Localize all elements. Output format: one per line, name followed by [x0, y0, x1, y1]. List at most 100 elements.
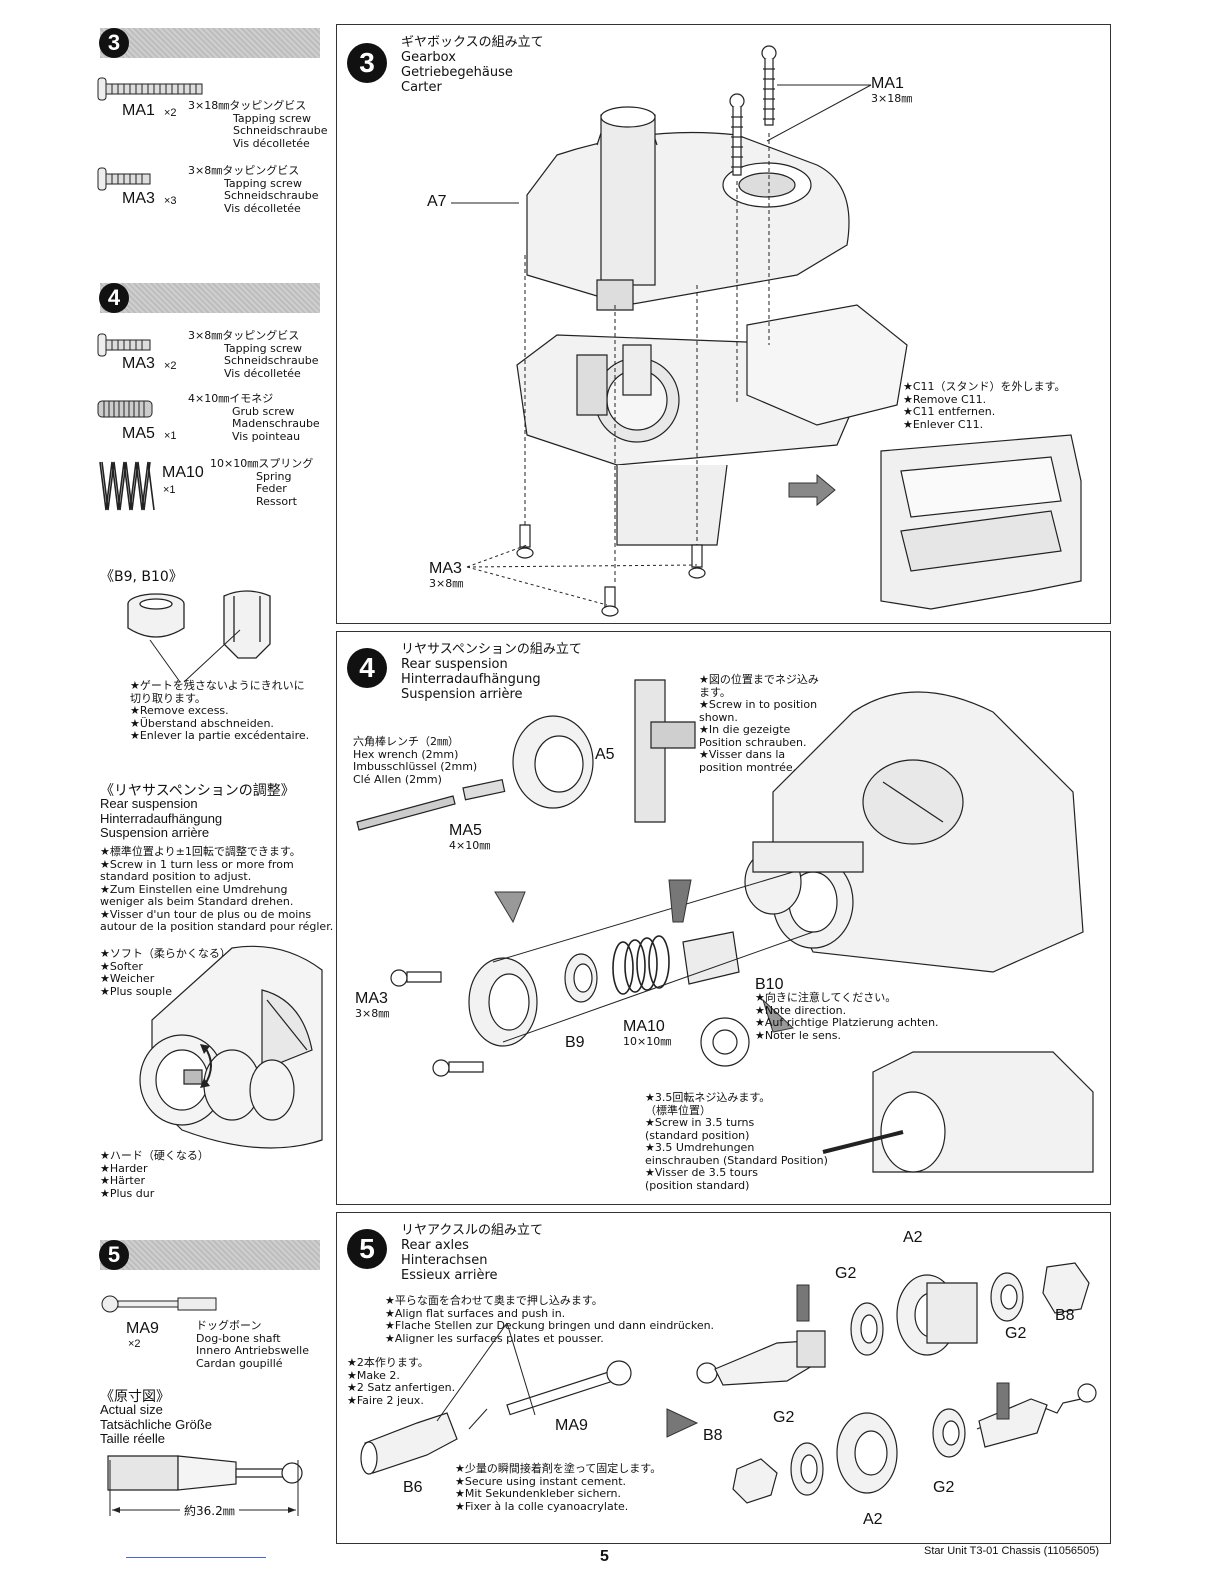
remove-c11-fr: ★Enlever C11. [903, 417, 984, 431]
screw-note-fr1: ★Visser dans la [699, 748, 786, 761]
ma9-fr: Cardan goupillé [196, 1356, 283, 1370]
step5-label-g2-a: G2 [835, 1265, 857, 1282]
ma3-screw-drawing-step4 [96, 332, 156, 358]
step4-title-jp: リヤサスペンションの組み立て [401, 642, 582, 657]
footer-rule [126, 1557, 266, 1558]
turns-note-de2: einschrauben (Standard Position) [645, 1153, 828, 1167]
adjust-note-de2: weniger als beim Standard drehen. [100, 895, 294, 908]
screw-in-position-note: ★図の位置までネジ込み ます。 ★Screw in to position sh… [699, 673, 819, 774]
step3-label-ma1-size: 3×18㎜ [871, 92, 913, 105]
actual-size-en: Actual size [100, 1402, 163, 1417]
make-note-en: ★Make 2. [347, 1368, 400, 1382]
step5-panel: 5 リヤアクスルの組み立て Rear axles Hinterachsen Es… [336, 1212, 1111, 1544]
ma1-screw-drawing [96, 76, 206, 102]
step5-label-ma9: MA9 [555, 1417, 588, 1434]
ma3-desc-step4: 3×8㎜タッピングビス Tapping screw Schneidschraub… [188, 329, 319, 380]
hex-wrench-de: Imbusschlüssel (2mm) [353, 760, 478, 773]
ma3-en: Tapping screw [224, 176, 302, 190]
ma3-fr: Vis décolletée [224, 201, 301, 215]
ma1-jp: 3×18㎜タッピングビス [188, 99, 307, 112]
step5-label-g2-b: G2 [1005, 1325, 1027, 1342]
turns-note-jp2: （標準位置） [645, 1103, 711, 1117]
ma1-leader-lines [767, 81, 877, 151]
screw-note-jp2: ます。 [699, 685, 731, 699]
ma3-jp: 3×8㎜タッピングビス [188, 164, 300, 177]
rear-axle-exploded-illustration [357, 1233, 1097, 1533]
actual-size-dimension: 約36.2㎜ [180, 1505, 239, 1518]
rear-suspension-adjust-lang: Rear suspension Hinterradaufhängung Susp… [100, 796, 222, 841]
softer-en: ★Softer [100, 959, 143, 973]
ma5-en: Grub screw [232, 404, 295, 418]
ma3-step4-de: Schneidschraube [224, 354, 319, 367]
step4-header-bar [100, 283, 320, 313]
step4-title-en: Rear suspension [401, 657, 508, 672]
align-note-jp: ★平らな面を合わせて奥まで押し込みます。 [385, 1294, 603, 1307]
ma3-screw-drawing [96, 166, 156, 192]
remove-excess-jp2: 切り取ります。 [130, 691, 206, 705]
step4-label-ma5-size: 4×10㎜ [449, 839, 491, 852]
ma10-qty: ×1 [163, 484, 176, 496]
step3-panel: 3 ギヤボックスの組み立て Gearbox Getriebegehäuse Ca… [336, 24, 1111, 624]
step4-label-ma5: MA5 [449, 822, 482, 839]
ma5-grub-screw-drawing [96, 398, 156, 420]
cement-note-de: ★Mit Sekundenkleber sichern. [455, 1487, 621, 1500]
step4-panel: 4 リヤサスペンションの組み立て Rear suspension Hinterr… [336, 631, 1111, 1205]
step5-label-b8-top: B8 [1055, 1307, 1075, 1324]
instant-cement-note: ★少量の瞬間接着剤を塗って固定します。 ★Secure using instan… [455, 1462, 661, 1513]
step5-label-b6: B6 [403, 1479, 423, 1496]
turns-note-jp1: ★3.5回転ネジ込みます。 [645, 1091, 771, 1104]
b9-b10-parts-drawing [124, 586, 284, 666]
ma1-desc: 3×18㎜タッピングビス Tapping screw Schneidschrau… [188, 99, 328, 150]
adjust-note-fr2: autour de la position standard pour régl… [100, 920, 334, 933]
ma9-desc: ドッグボーン Dog-bone shaft Innero Antriebswel… [196, 1319, 309, 1370]
ma9-en: Dog-bone shaft [196, 1331, 281, 1345]
step3-title-fr: Carter [401, 80, 442, 95]
adjust-en: Rear suspension [100, 796, 198, 811]
ma10-jp: 10×10㎜スプリング [210, 457, 314, 470]
a7-leader-line [451, 201, 521, 205]
screw-note-fr2: position montrée. [699, 760, 797, 774]
b9-b10-leader-lines [140, 620, 250, 690]
ma3-code-step3: MA3 [122, 190, 155, 207]
ma5-de: Madenschraube [232, 417, 320, 430]
b9-b10-title: 《B9, B10》 [100, 569, 183, 585]
c11-stand-illustration [871, 431, 1091, 611]
screw-in-turns-note: ★3.5回転ネジ込みます。 （標準位置） ★Screw in 3.5 turns… [645, 1091, 828, 1192]
step5-label-a2-bottom: A2 [863, 1511, 883, 1528]
align-note-en: ★Align flat surfaces and push in. [385, 1306, 566, 1320]
screw-note-de1: ★In die gezeigte [699, 723, 791, 736]
step3-label-ma1: MA1 [871, 75, 904, 92]
make-note-de: ★2 Satz anfertigen. [347, 1381, 456, 1394]
screw-note-en2: shown. [699, 710, 738, 724]
step3-label-a7: A7 [427, 193, 447, 210]
note-direction: ★向きに注意してください。 ★Note direction. ★Auf rich… [755, 991, 939, 1042]
step5-title-fr: Essieux arrière [401, 1268, 498, 1283]
remove-c11-en: ★Remove C11. [903, 392, 987, 406]
adjust-note-de1: ★Zum Einstellen eine Umdrehung [100, 882, 288, 896]
cement-note-en: ★Secure using instant cement. [455, 1474, 627, 1488]
ma3-desc-step3: 3×8㎜タッピングビス Tapping screw Schneidschraub… [188, 164, 319, 215]
harder-fr: ★Plus dur [100, 1186, 155, 1200]
hex-wrench-label: 六角棒レンチ（2㎜） Hex wrench (2mm) Imbusschlüss… [353, 735, 478, 786]
ma5-jp: 4×10㎜イモネジ [188, 392, 274, 405]
step3-label-ma3-size: 3×8㎜ [429, 577, 464, 590]
ma9-jp: ドッグボーン [196, 1319, 262, 1332]
step4-label-b10: B10 [755, 976, 784, 993]
direction-arrow-icon [787, 475, 837, 505]
ma3-step4-fr: Vis décolletée [224, 366, 301, 380]
cement-note-fr: ★Fixer à la colle cyanoacrylate. [455, 1499, 629, 1513]
step3-label-ma3: MA3 [429, 560, 462, 577]
step4-label-ma3-size: 3×8㎜ [355, 1007, 390, 1020]
adjust-note-en1: ★Screw in 1 turn less or more from [100, 857, 294, 871]
step4-panel-titles: リヤサスペンションの組み立て Rear suspension Hinterrad… [401, 642, 582, 702]
step3-panel-titles: ギヤボックスの組み立て Gearbox Getriebegehäuse Cart… [401, 35, 544, 95]
turns-note-fr2: (position standard) [645, 1178, 750, 1192]
ma10-en: Spring [256, 469, 292, 483]
direction-note-fr: ★Noter le sens. [755, 1028, 841, 1042]
step4-number-badge: 4 [99, 283, 129, 313]
rear-suspension-adjust-title: 《リヤサスペンションの調整》 [100, 783, 295, 799]
step3-number-badge: 3 [99, 28, 129, 58]
ma3-step4-jp: 3×8㎜タッピングビス [188, 329, 300, 342]
ma3-qty-step3: ×3 [164, 195, 177, 207]
make-note-jp: ★2本作ります。 [347, 1356, 429, 1369]
